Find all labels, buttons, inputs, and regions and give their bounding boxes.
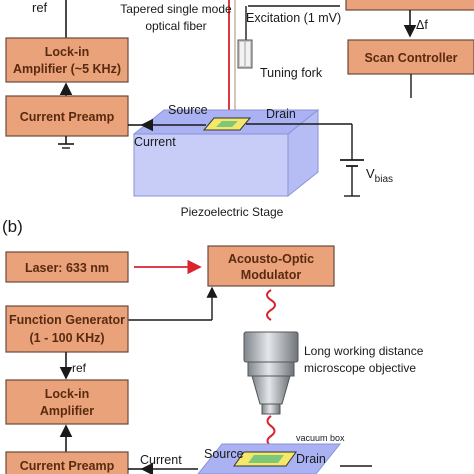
lockin-line1-b: Lock-in — [45, 387, 89, 401]
fiber-label-line1: Tapered single mode — [120, 2, 232, 16]
laser-label: Laser: 633 nm — [25, 261, 109, 275]
objective-body-icon — [243, 331, 299, 363]
current-label-b: Current — [140, 453, 182, 467]
current-preamp-box-a — [5, 95, 129, 137]
lockin-amplifier-box-b — [5, 379, 129, 425]
current-preamp-label-b: Current Preamp — [20, 459, 115, 473]
ref-label-a: ref — [32, 0, 48, 15]
source-label-b: Source — [204, 447, 244, 461]
tuning-fork-label: Tuning fork — [260, 66, 323, 80]
device-channel-b — [248, 455, 284, 463]
aom-line1: Acousto-Optic — [228, 252, 314, 266]
lockin-amplifier-box-a — [5, 37, 129, 83]
drain-label-b: Drain — [296, 452, 326, 466]
lockin-line1-a: Lock-in — [45, 45, 89, 59]
tuning-fork-prong-left — [240, 42, 244, 66]
current-preamp-label-a: Current Preamp — [20, 110, 115, 124]
lockin-line2-a: Amplifier (~5 KHz) — [13, 62, 121, 76]
vacuum-box-label: vacuum box — [296, 433, 345, 443]
upper-controller-box-a — [345, 0, 474, 11]
fg-line1: Function Generator — [9, 313, 125, 327]
panel-b-label: (b) — [2, 217, 23, 236]
device-channel-a — [216, 121, 238, 127]
objective-tip — [261, 403, 281, 415]
laser-box — [5, 251, 129, 283]
lockin-line2-b: Amplifier — [40, 404, 94, 418]
scan-controller-box — [347, 39, 474, 75]
objective-label-line1: Long working distance — [304, 344, 424, 358]
objective-taper — [251, 375, 291, 405]
function-generator-box — [5, 305, 129, 353]
objective-ring — [247, 361, 295, 377]
fg-line2: (1 - 100 KHz) — [29, 331, 104, 345]
piezo-stage-label: Piezoelectric Stage — [181, 205, 284, 219]
piezo-stage-side — [287, 108, 319, 198]
delta-f-label: Δf — [416, 18, 428, 32]
aom-line2: Modulator — [241, 268, 302, 282]
drain-label-a: Drain — [266, 107, 296, 121]
excitation-label: Excitation (1 mV) — [246, 11, 341, 25]
fiber-label-line2: optical fiber — [145, 19, 206, 33]
objective-label-line2: microscope objective — [304, 361, 416, 375]
current-label-a: Current — [134, 135, 176, 149]
scan-controller-label: Scan Controller — [364, 51, 457, 65]
ref-label-b: ref — [72, 361, 87, 375]
source-label-a: Source — [168, 103, 208, 117]
aom-box — [207, 245, 335, 287]
current-preamp-box-b — [5, 451, 129, 474]
tuning-fork-prong-right — [246, 42, 250, 66]
vbias-label: Vbias — [366, 166, 393, 185]
modulated-beam-wave — [266, 289, 276, 321]
